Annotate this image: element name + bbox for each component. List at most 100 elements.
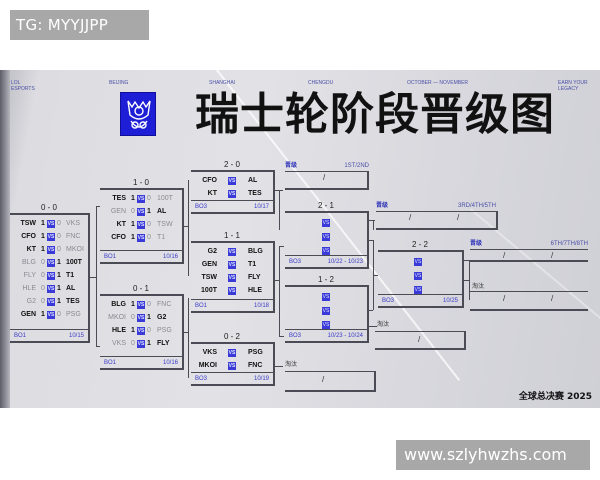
score: 1: [131, 301, 135, 308]
match-date: 10/17: [253, 204, 269, 210]
score: 0: [57, 311, 61, 318]
connector: [279, 336, 284, 337]
worlds-2025-brand-mark: 全球总决赛 2025: [518, 392, 592, 402]
vs-badge: VS: [414, 272, 422, 280]
match-date: 10/15: [68, 333, 84, 339]
connector: [279, 190, 280, 230]
match-date: 10/16: [162, 360, 178, 366]
team: PSG: [66, 311, 81, 318]
match-row: BLG 0 VS 1 100T: [10, 256, 88, 269]
eliminated-label: 淘汰: [285, 362, 298, 368]
match-row: TSW VS FLY: [191, 271, 273, 284]
round-1-1-box: 1 - 1 G2 VS BLG GEN VS T1 TSW VS FLY 100…: [191, 231, 275, 313]
match-date: 10/25: [442, 298, 458, 304]
vs-badge: VS: [137, 339, 145, 348]
eliminated-label: 淘汰: [472, 284, 485, 290]
match-row: MKOI VS FNC: [191, 359, 273, 372]
team: FNC: [66, 233, 81, 240]
connector: [184, 332, 188, 333]
team: PSG: [157, 327, 172, 334]
score: 0: [57, 246, 61, 253]
score: 0: [131, 340, 135, 347]
match-format: BO1: [104, 254, 117, 260]
team-slot: /: [457, 213, 460, 222]
watermark-top: TG: MYYJJPP: [10, 10, 149, 40]
round-0-2-box: 0 - 2 VKS VS PSG MKOI VS FNC BO3 10/19: [191, 332, 275, 386]
eliminated-label: 淘汰: [377, 322, 390, 328]
divider: [376, 228, 496, 230]
connector: [96, 206, 97, 346]
team: TES: [248, 190, 262, 197]
round-footer: BO1 10/16: [100, 250, 182, 262]
match-row: VKS 0 VS 1 FLY: [100, 337, 182, 350]
vs-badge: VS: [228, 361, 236, 370]
team: CFO: [21, 233, 36, 240]
vs-badge: VS: [228, 189, 236, 198]
vs-badge: VS: [47, 245, 55, 254]
round-2-1-box: 2 - 1 VS VS VS BO3 10/22 - 10/23: [285, 201, 369, 269]
match-format: BO3: [382, 298, 395, 304]
round-1-0-box: 1 - 0 TES 1 VS 0 100T GEN 0 VS 1 AL KT 1…: [100, 178, 184, 264]
vs-badge: VS: [47, 271, 55, 280]
connector: [469, 260, 470, 300]
match-row: BLG 1 VS 0 FNC: [100, 298, 182, 311]
header-shanghai: SHANGHAI: [209, 80, 236, 86]
team: AL: [157, 208, 167, 215]
slot-line: [375, 348, 465, 350]
header-lol-esports: LOL ESPORTS: [11, 80, 35, 92]
round-footer: BO1 10/18: [191, 299, 273, 311]
match-row: GEN VS T1: [191, 258, 273, 271]
round-footer: BO3 10/17: [191, 200, 273, 212]
vs-badge: VS: [322, 247, 330, 255]
score: 0: [41, 259, 45, 266]
vs-badge: VS: [228, 260, 236, 269]
round-record: 0 - 0: [40, 203, 57, 212]
connector: [464, 280, 469, 281]
match-date: 10/16: [162, 254, 178, 260]
team: CFO: [111, 234, 126, 241]
match-row: CFO VS AL: [191, 174, 273, 187]
match-row: GEN 1 VS 0 PSG: [10, 308, 88, 321]
slot-line: [464, 331, 466, 350]
divider: [285, 188, 369, 190]
score: 1: [41, 246, 45, 253]
trophy-icon: [127, 100, 151, 129]
match-format: BO1: [195, 303, 208, 309]
connector: [464, 260, 470, 261]
header-text: LOL: [11, 80, 21, 86]
connector: [90, 277, 96, 278]
team: T1: [66, 272, 75, 279]
team: HLE: [248, 287, 262, 294]
team: TSW: [157, 221, 173, 228]
team-slot: /: [503, 251, 506, 260]
slot-line: [470, 291, 588, 292]
header-text: LEGACY: [558, 86, 579, 92]
team: BLG: [248, 248, 263, 255]
match-row: HLE 0 VS 1 AL: [10, 282, 88, 295]
match-format: BO3: [289, 333, 302, 339]
round-footer: BO1 10/16: [100, 356, 182, 368]
round-record: 0 - 1: [132, 284, 149, 293]
score: 0: [147, 221, 151, 228]
team: BLG: [111, 301, 126, 308]
match-format: BO3: [195, 204, 208, 210]
connector: [373, 220, 374, 230]
connector: [96, 346, 100, 347]
team-slot: /: [418, 335, 421, 344]
score: 1: [131, 221, 135, 228]
match-date: 10/23 - 10/24: [327, 333, 363, 339]
vs-badge: VS: [137, 313, 145, 322]
round-footer: BO1 10/15: [10, 329, 88, 341]
team: FLY: [23, 272, 36, 279]
score: 1: [41, 220, 45, 227]
team: TES: [112, 195, 126, 202]
vs-badge: VS: [322, 321, 330, 329]
round-2-2-box: 2 - 2 VS VS VS BO3 10/25: [378, 240, 464, 308]
slot-line: [375, 331, 465, 332]
vs-badge: VS: [137, 300, 145, 309]
team: G2: [157, 314, 167, 321]
header-beijing: BEIJING: [109, 80, 129, 86]
header-earn-legacy: EARN YOUR LEGACY: [558, 80, 588, 92]
score: 1: [147, 314, 151, 321]
team: GEN: [20, 311, 36, 318]
